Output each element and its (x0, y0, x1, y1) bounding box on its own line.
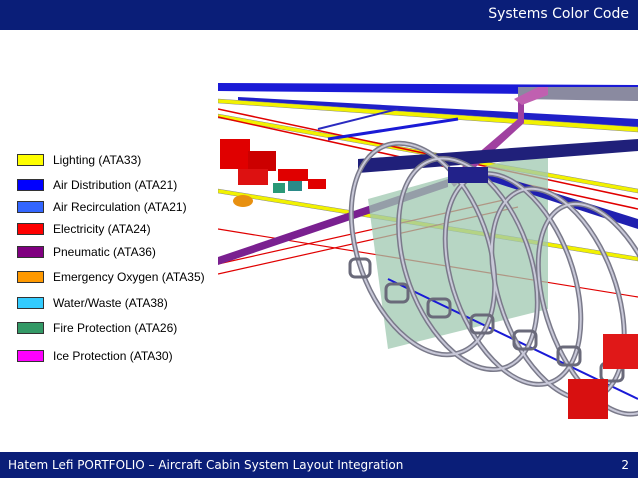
legend-swatch-emergency-oxygen (17, 271, 44, 283)
legend-label-air-distribution: Air Distribution (ATA21) (53, 178, 178, 192)
cabin-render-svg (218, 79, 638, 425)
legend-swatch-water-waste (17, 297, 44, 309)
legend-item-air-recirculation: Air Recirculation (ATA21) (17, 199, 187, 215)
legend-label-electricity: Electricity (ATA24) (53, 222, 151, 236)
legend-label-fire-protection: Fire Protection (ATA26) (53, 321, 178, 335)
legend-swatch-fire-protection (17, 322, 44, 334)
legend-item-emergency-oxygen: Emergency Oxygen (ATA35) (17, 269, 205, 285)
footer-text: Hatem Lefi PORTFOLIO – Aircraft Cabin Sy… (8, 458, 404, 472)
legend-label-ice-protection: Ice Protection (ATA30) (53, 349, 173, 363)
slide-title: Systems Color Code (488, 6, 629, 22)
legend-swatch-air-distribution (17, 179, 44, 191)
legend-swatch-ice-protection (17, 350, 44, 362)
page-number: 2 (621, 458, 629, 472)
legend-item-electricity: Electricity (ATA24) (17, 221, 151, 237)
legend-item-air-distribution: Air Distribution (ATA21) (17, 177, 177, 193)
legend-label-emergency-oxygen: Emergency Oxygen (ATA35) (53, 270, 205, 284)
legend-swatch-electricity (17, 223, 44, 235)
title-bar: Systems Color Code (0, 0, 638, 30)
legend-swatch-pneumatic (17, 246, 44, 258)
legend-swatch-lighting (17, 154, 44, 166)
legend-label-lighting: Lighting (ATA33) (53, 153, 142, 167)
legend-label-air-recirculation: Air Recirculation (ATA21) (53, 200, 187, 214)
legend-item-fire-protection: Fire Protection (ATA26) (17, 320, 177, 336)
legend-item-pneumatic: Pneumatic (ATA36) (17, 244, 156, 260)
legend-swatch-air-recirculation (17, 201, 44, 213)
legend-item-water-waste: Water/Waste (ATA38) (17, 295, 168, 311)
footer-bar: Hatem Lefi PORTFOLIO – Aircraft Cabin Sy… (0, 452, 638, 478)
cabin-systems-3d-render (218, 79, 638, 425)
legend-item-lighting: Lighting (ATA33) (17, 152, 141, 168)
legend-label-water-waste: Water/Waste (ATA38) (53, 296, 168, 310)
legend-label-pneumatic: Pneumatic (ATA36) (53, 245, 156, 259)
legend-item-ice-protection: Ice Protection (ATA30) (17, 348, 173, 364)
